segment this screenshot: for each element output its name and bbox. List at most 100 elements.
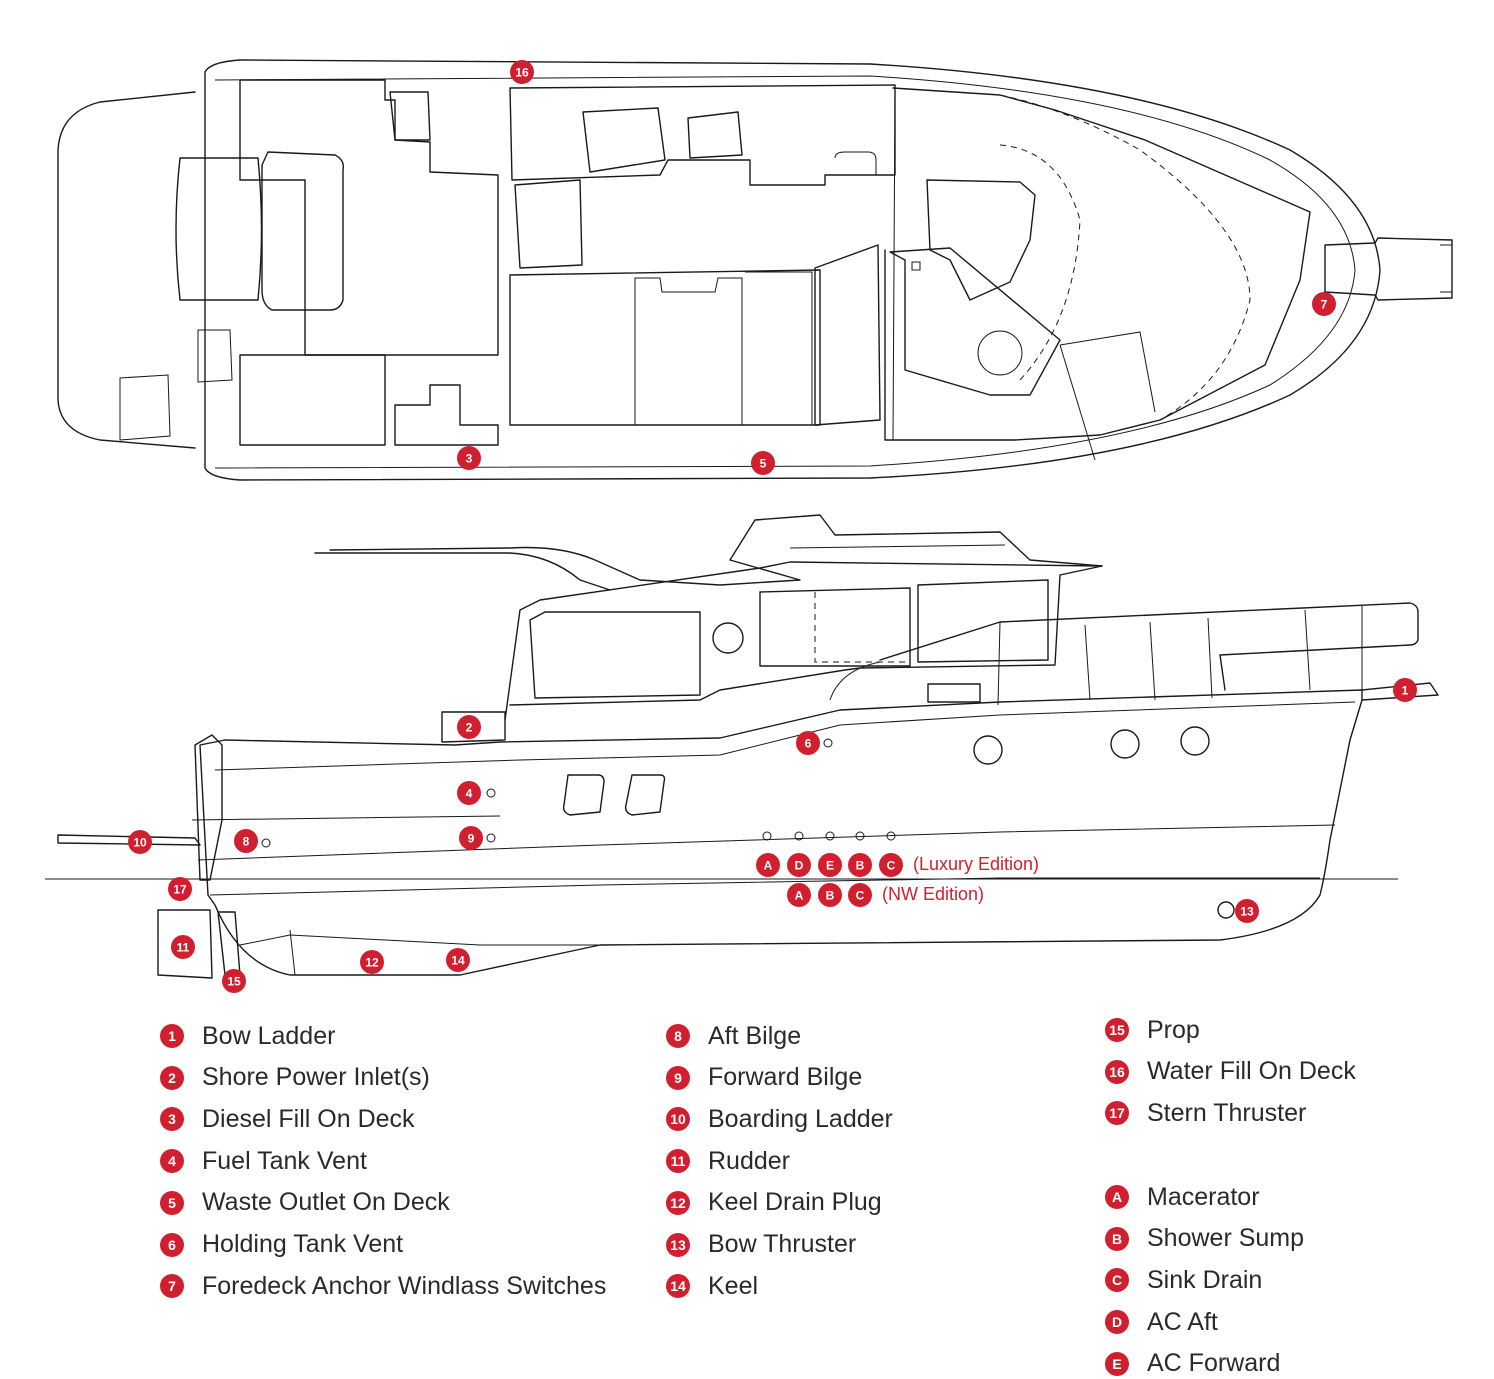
svg-text:8: 8 xyxy=(243,835,250,849)
marker-luxury-B: B xyxy=(848,853,872,877)
legend-badge: 4 xyxy=(160,1149,184,1174)
marker-11: 11 xyxy=(171,935,195,959)
legend-item-16: 16 Water Fill On Deck xyxy=(1105,1057,1356,1087)
legend-label: AC Aft xyxy=(1147,1307,1218,1336)
legend-badge: 6 xyxy=(160,1232,184,1257)
legend-label: Macerator xyxy=(1147,1182,1260,1211)
svg-text:15: 15 xyxy=(227,975,241,989)
marker-14: 14 xyxy=(446,948,470,972)
legend-badge: 14 xyxy=(666,1274,690,1299)
svg-text:E: E xyxy=(826,859,834,873)
legend-label: Stern Thruster xyxy=(1147,1098,1307,1127)
svg-text:10: 10 xyxy=(133,836,147,850)
legend-item-10: 10 Boarding Ladder xyxy=(666,1104,893,1134)
marker-luxury-A: A xyxy=(756,853,780,877)
svg-text:B: B xyxy=(826,889,835,903)
svg-text:17: 17 xyxy=(173,883,187,897)
legend-label: Fuel Tank Vent xyxy=(202,1146,367,1175)
legend-badge: 5 xyxy=(160,1190,184,1215)
legend-badge: 7 xyxy=(160,1274,184,1299)
legend-item-1: 1 Bow Ladder xyxy=(160,1021,335,1051)
legend-badge: B xyxy=(1105,1226,1129,1251)
legend-badge: 11 xyxy=(666,1149,690,1174)
svg-text:13: 13 xyxy=(1240,905,1254,919)
marker-9: 9 xyxy=(459,826,483,850)
legend-badge: 17 xyxy=(1105,1101,1129,1126)
marker-1: 1 xyxy=(1393,678,1417,702)
svg-text:12: 12 xyxy=(365,956,379,970)
legend-badge: 10 xyxy=(666,1107,690,1132)
svg-text:A: A xyxy=(764,859,773,873)
svg-text:C: C xyxy=(856,889,865,903)
legend-label: Diesel Fill On Deck xyxy=(202,1104,415,1133)
marker-6: 6 xyxy=(796,731,820,755)
marker-8: 8 xyxy=(234,829,258,853)
legend-label: Aft Bilge xyxy=(708,1021,802,1050)
legend-label: Sink Drain xyxy=(1147,1265,1263,1294)
svg-text:5: 5 xyxy=(760,457,767,471)
legend-badge: 12 xyxy=(666,1190,690,1215)
legend-item-A: A Macerator xyxy=(1105,1182,1260,1212)
legend-badge: D xyxy=(1105,1310,1129,1335)
fitting-dot xyxy=(486,788,496,798)
marker-16: 16 xyxy=(510,60,534,84)
fitting-dot xyxy=(762,831,772,841)
fitting-dot xyxy=(261,838,271,848)
marker-nw-B: B xyxy=(818,883,842,907)
svg-text:C: C xyxy=(887,859,896,873)
fitting-dot xyxy=(486,833,496,843)
legend-badge: 13 xyxy=(666,1232,690,1257)
side-view-drawing xyxy=(45,514,1439,979)
legend-badge: 15 xyxy=(1105,1018,1129,1042)
fitting-dot xyxy=(825,831,835,841)
svg-text:A: A xyxy=(795,889,804,903)
svg-text:1: 1 xyxy=(1402,684,1409,698)
marker-2: 2 xyxy=(457,715,481,739)
legend-item-B: B Shower Sump xyxy=(1105,1224,1304,1254)
legend-badge: A xyxy=(1105,1185,1129,1209)
legend-item-C: C Sink Drain xyxy=(1105,1265,1262,1295)
fitting-dot xyxy=(823,738,833,748)
svg-text:9: 9 xyxy=(468,832,475,846)
legend-badge: C xyxy=(1105,1268,1129,1293)
svg-text:2: 2 xyxy=(466,721,473,735)
legend-badge: 16 xyxy=(1105,1059,1129,1084)
svg-text:3: 3 xyxy=(466,452,473,466)
legend-label: AC Forward xyxy=(1147,1349,1281,1378)
luxury-edition-label: (Luxury Edition) xyxy=(913,854,1039,874)
legend-badge: 8 xyxy=(666,1024,690,1048)
fitting-dot xyxy=(855,831,865,841)
legend-badge: 2 xyxy=(160,1065,184,1090)
legend-label: Forward Bilge xyxy=(708,1063,863,1092)
svg-text:11: 11 xyxy=(177,941,190,955)
legend-item-D: D AC Aft xyxy=(1105,1307,1218,1337)
marker-7: 7 xyxy=(1312,292,1336,316)
legend-label: Shore Power Inlet(s) xyxy=(202,1063,430,1092)
legend-label: Boarding Ladder xyxy=(708,1104,893,1133)
legend-badge: E xyxy=(1105,1351,1129,1376)
nw-edition-label: (NW Edition) xyxy=(882,884,984,904)
legend-item-8: 8 Aft Bilge xyxy=(666,1021,801,1051)
svg-text:B: B xyxy=(856,859,865,873)
marker-13: 13 xyxy=(1235,899,1259,923)
marker-4: 4 xyxy=(457,781,481,805)
legend-label: Bow Ladder xyxy=(202,1021,336,1050)
svg-text:6: 6 xyxy=(805,737,812,751)
legend-label: Shower Sump xyxy=(1147,1224,1305,1253)
top-view-drawing xyxy=(57,59,1453,481)
svg-text:16: 16 xyxy=(515,66,529,80)
legend-label: Water Fill On Deck xyxy=(1147,1057,1356,1086)
legend-item-15: 15 Prop xyxy=(1105,1015,1200,1045)
marker-3: 3 xyxy=(457,446,481,470)
legend-label: Prop xyxy=(1147,1015,1200,1044)
legend-badge: 1 xyxy=(160,1024,184,1048)
